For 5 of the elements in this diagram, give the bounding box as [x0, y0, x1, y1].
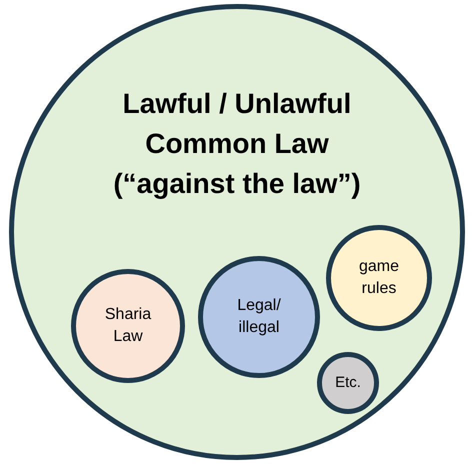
circle-label: Legal/ illegal: [236, 296, 282, 338]
circle-label: game rules: [358, 257, 400, 299]
circle-label: Etc.: [334, 373, 362, 393]
circle-label: Sharia Law: [104, 305, 152, 347]
title-text: Lawful / Unlawful Common Law (“against the law”): [112, 87, 362, 201]
